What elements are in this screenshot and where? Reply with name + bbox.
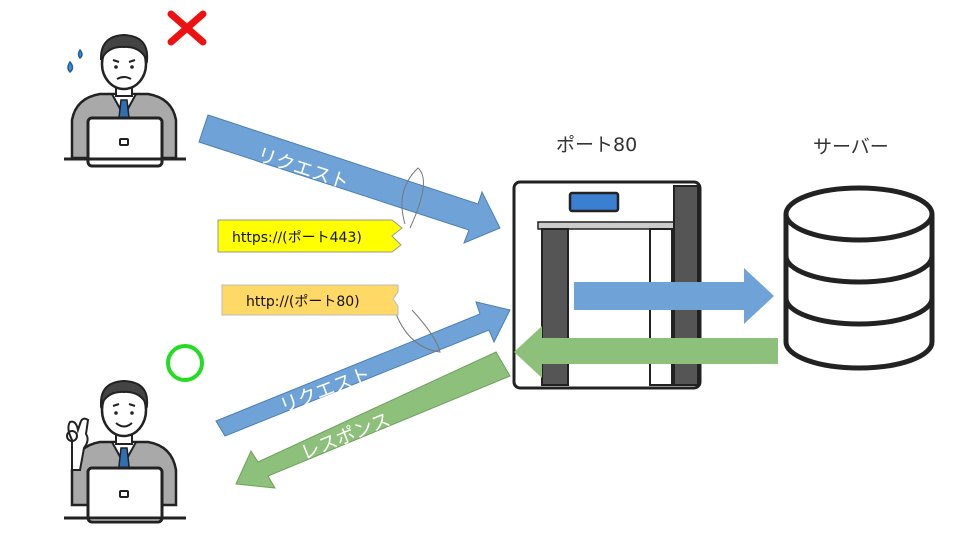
return-arrow xyxy=(514,326,778,378)
response-arrow xyxy=(235,351,511,489)
server-label: サーバー xyxy=(813,136,889,158)
https-callout: https://(ポート443) xyxy=(217,167,424,253)
ok-gesture-person-icon xyxy=(64,379,186,524)
http-callout: http://(ポート80) xyxy=(221,284,441,353)
request-arrow-bottom xyxy=(215,301,511,437)
database-icon xyxy=(783,185,935,371)
cross-mark-icon xyxy=(167,10,207,46)
https-callout-text: https://(ポート443) xyxy=(232,230,362,246)
pass-through-arrow xyxy=(574,268,774,324)
port80-label: ポート80 xyxy=(556,134,638,156)
circle-mark-icon xyxy=(166,344,204,382)
request-arrow-top xyxy=(198,114,501,244)
http-callout-text: http://(ポート80) xyxy=(246,294,360,310)
worried-person-icon xyxy=(64,33,186,168)
